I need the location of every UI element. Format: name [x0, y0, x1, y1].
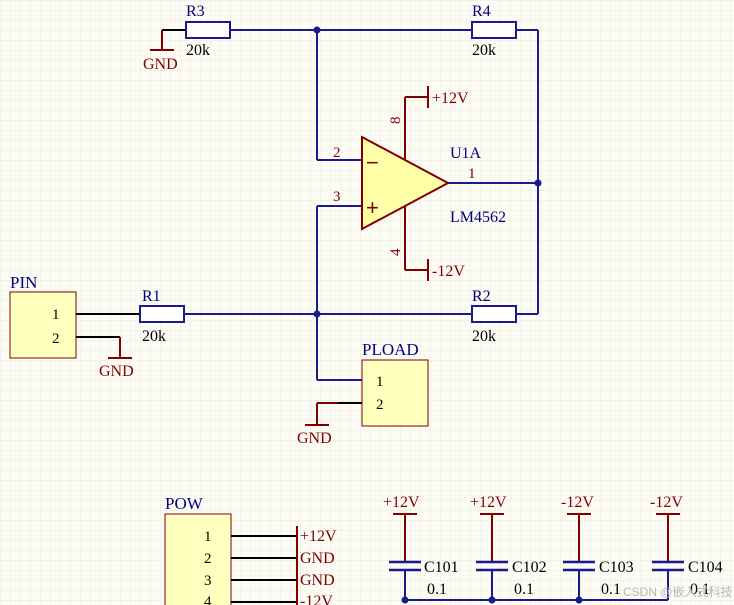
- connector-pload[interactable]: PLOAD 1 2 GND: [297, 340, 429, 447]
- connector-pload-label: PLOAD: [362, 340, 419, 359]
- connector-pow-1: 1: [204, 529, 212, 545]
- capacitor-c103[interactable]: -12V C103 0.1: [561, 494, 634, 600]
- resistor-r2-ref: R2: [472, 288, 491, 305]
- opamp-part: LM4562: [450, 209, 506, 226]
- opamp-pin-vneg: 4: [388, 248, 404, 256]
- c101-value: 0.1: [427, 581, 447, 598]
- capacitor-c102[interactable]: +12V C102 0.1: [470, 494, 547, 600]
- opamp-plus-sign: +: [366, 195, 379, 220]
- connector-pin-1: 1: [52, 307, 60, 323]
- capacitor-c104[interactable]: -12V C104 0.1: [650, 494, 723, 600]
- connector-pload-2: 2: [376, 397, 384, 413]
- c103-supply-label: -12V: [561, 494, 594, 511]
- connector-pow[interactable]: POW 1 2 3 4 +12V GND GND -12V: [164, 494, 337, 605]
- c103-value: 0.1: [601, 581, 621, 598]
- c104-value: 0.1: [690, 581, 710, 598]
- opamp-vpos-label: +12V: [432, 90, 469, 107]
- connector-pload-1: 1: [376, 374, 384, 390]
- connector-pin-2: 2: [52, 331, 60, 347]
- connector-pow-2: 2: [204, 551, 212, 567]
- pow-net-1: +12V: [300, 528, 337, 545]
- c102-ref: C102: [512, 559, 547, 576]
- opamp-minus-sign: −: [366, 150, 379, 175]
- opamp-u1a[interactable]: − + 2 3 1 8 4 U1A LM4562 +12V -12V: [333, 86, 506, 281]
- resistor-r3[interactable]: R3 20k GND: [143, 3, 231, 73]
- resistor-r3-ref: R3: [186, 3, 205, 20]
- capacitor-c101[interactable]: +12V C101 0.1: [383, 494, 459, 600]
- pow-net-4: -12V: [300, 593, 333, 605]
- c103-ref: C103: [599, 559, 634, 576]
- gnd-label-pload: GND: [297, 430, 332, 447]
- resistor-r2-value: 20k: [472, 328, 496, 345]
- watermark: CSDN @嵌入式科技: [623, 585, 733, 599]
- opamp-pin-inv: 2: [333, 145, 341, 161]
- connector-pin-label: PIN: [10, 273, 37, 292]
- connector-pow-label: POW: [165, 494, 204, 513]
- resistor-r4-value: 20k: [472, 42, 496, 59]
- c101-supply-label: +12V: [383, 494, 420, 511]
- c104-ref: C104: [688, 559, 723, 576]
- connector-pin[interactable]: PIN 1 2 GND: [9, 273, 134, 380]
- opamp-ref: U1A: [450, 145, 482, 162]
- c101-ref: C101: [424, 559, 459, 576]
- c102-value: 0.1: [514, 581, 534, 598]
- resistor-r3-value: 20k: [186, 42, 210, 59]
- connector-pow-3: 3: [204, 573, 212, 589]
- gnd-label-r3: GND: [143, 56, 178, 73]
- pow-net-2: GND: [300, 550, 335, 567]
- resistor-r1-value: 20k: [142, 328, 166, 345]
- opamp-pin-noninv: 3: [333, 189, 341, 205]
- c104-supply-label: -12V: [650, 494, 683, 511]
- connector-pow-4: 4: [204, 594, 212, 605]
- resistor-r1[interactable]: R1 20k: [120, 288, 185, 345]
- c102-supply-label: +12V: [470, 494, 507, 511]
- opamp-pin-out: 1: [468, 166, 476, 182]
- resistor-r4-ref: R4: [472, 3, 491, 20]
- resistor-r4[interactable]: R4 20k: [471, 3, 517, 59]
- opamp-vneg-label: -12V: [432, 263, 465, 280]
- pow-net-3: GND: [300, 572, 335, 589]
- resistor-r1-ref: R1: [142, 288, 161, 305]
- gnd-label-pin: GND: [99, 363, 134, 380]
- resistor-r2[interactable]: R2 20k: [471, 288, 517, 345]
- opamp-pin-vpos: 8: [388, 117, 404, 125]
